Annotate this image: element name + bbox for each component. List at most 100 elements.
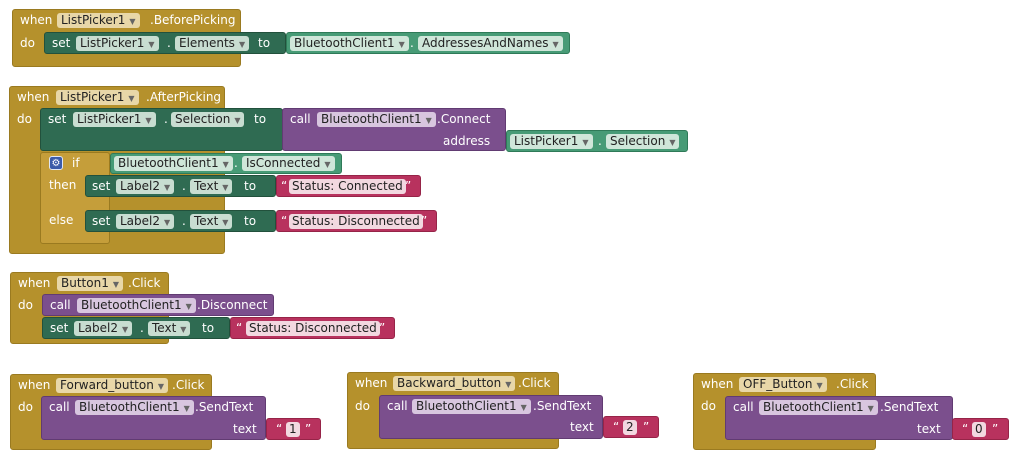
do-keyword: do <box>18 400 33 414</box>
open-quote: “ <box>613 420 620 434</box>
to-keyword: to <box>202 321 215 335</box>
call-component-dropdown[interactable]: BluetoothClient1▼ <box>412 399 531 414</box>
to-keyword: to <box>254 112 267 126</box>
setter-property-dropdown[interactable]: Text▼ <box>190 179 233 194</box>
call-component-dropdown[interactable]: BluetoothClient1▼ <box>759 400 878 415</box>
setter-property-dropdown[interactable]: Selection▼ <box>171 112 245 127</box>
setter-property-dropdown[interactable]: Text▼ <box>190 214 233 229</box>
dot-separator: . <box>598 134 602 148</box>
getter-component-dropdown[interactable]: ListPicker1▼ <box>510 134 593 149</box>
dropdown-arrow-icon: ▼ <box>183 404 190 413</box>
do-keyword: do <box>701 399 716 413</box>
dropdown-arrow-icon: ▼ <box>582 138 589 147</box>
if-keyword: if <box>72 156 80 170</box>
do-keyword: do <box>20 36 35 50</box>
dropdown-arrow-icon: ▼ <box>157 382 164 391</box>
setter-component-dropdown[interactable]: Label2▼ <box>74 321 133 336</box>
text-arg-label: text <box>570 420 594 434</box>
dropdown-arrow-icon: ▼ <box>180 325 187 334</box>
set-keyword: set <box>48 112 67 126</box>
call-component-dropdown[interactable]: BluetoothClient1▼ <box>75 400 194 415</box>
to-keyword: to <box>244 214 257 228</box>
set-keyword: set <box>92 214 111 228</box>
event-name: .Click <box>172 378 205 392</box>
to-keyword: to <box>244 179 257 193</box>
call-keyword: call <box>50 298 71 312</box>
open-quote: “ <box>962 422 969 436</box>
call-component-dropdown[interactable]: BluetoothClient1▼ <box>317 112 436 127</box>
getter-component-dropdown[interactable]: BluetoothClient1▼ <box>290 36 409 51</box>
dot-separator: . <box>140 321 144 335</box>
dot-separator: . <box>410 36 414 50</box>
component-dropdown[interactable]: ListPicker1▼ <box>56 90 139 105</box>
dropdown-arrow-icon: ▼ <box>164 218 171 227</box>
dropdown-arrow-icon: ▼ <box>234 116 241 125</box>
dropdown-arrow-icon: ▼ <box>145 116 152 125</box>
when-keyword: when <box>17 90 50 104</box>
dropdown-arrow-icon: ▼ <box>128 94 135 103</box>
when-keyword: when <box>355 376 388 390</box>
text-literal-value[interactable]: 2 <box>623 420 637 435</box>
event-name: .Click <box>518 376 551 390</box>
text-arg-label: text <box>917 422 941 436</box>
open-quote: “ <box>281 179 288 193</box>
getter-property-dropdown[interactable]: IsConnected▼ <box>242 156 335 171</box>
text-literal-value[interactable]: Status: Disconnected <box>246 321 380 336</box>
getter-component-dropdown[interactable]: BluetoothClient1▼ <box>114 156 233 171</box>
when-keyword: when <box>701 377 734 391</box>
open-quote: “ <box>276 422 283 436</box>
dropdown-arrow-icon: ▼ <box>222 160 229 169</box>
component-dropdown[interactable]: Forward_button▼ <box>56 378 168 393</box>
gear-icon[interactable]: ⚙ <box>49 156 63 170</box>
do-keyword: do <box>355 399 370 413</box>
dot-separator: . <box>164 112 168 126</box>
text-literal-value[interactable]: 1 <box>286 422 300 437</box>
dropdown-arrow-icon: ▼ <box>552 40 559 49</box>
dot-separator: . <box>234 156 238 170</box>
dot-separator: . <box>182 214 186 228</box>
set-keyword: set <box>52 36 71 50</box>
dropdown-arrow-icon: ▼ <box>867 404 874 413</box>
when-keyword: when <box>18 276 51 290</box>
component-dropdown[interactable]: Button1▼ <box>57 276 123 291</box>
event-name: .AfterPicking <box>146 90 222 104</box>
do-keyword: do <box>17 112 32 126</box>
setter-component-dropdown[interactable]: Label2▼ <box>116 214 175 229</box>
dropdown-arrow-icon: ▼ <box>148 40 155 49</box>
getter-property-dropdown[interactable]: Selection▼ <box>606 134 680 149</box>
dot-separator: . <box>182 179 186 193</box>
call-keyword: call <box>49 400 70 414</box>
text-literal-value[interactable]: 0 <box>972 422 986 437</box>
address-arg-label: address <box>443 134 491 148</box>
event-name: .Click <box>836 377 869 391</box>
close-quote: ” <box>643 420 650 434</box>
getter-property-dropdown[interactable]: AddressesAndNames▼ <box>418 36 563 51</box>
dropdown-arrow-icon: ▼ <box>238 40 246 49</box>
method-name: .Connect <box>437 112 491 126</box>
close-quote: ” <box>305 422 312 436</box>
method-name: .SendText <box>880 400 939 414</box>
call-component-dropdown[interactable]: BluetoothClient1▼ <box>77 298 196 313</box>
do-keyword: do <box>18 298 33 312</box>
to-keyword: to <box>258 36 271 50</box>
event-name: .BeforePicking <box>150 13 236 27</box>
dropdown-arrow-icon: ▼ <box>398 40 405 49</box>
setter-component-dropdown[interactable]: ListPicker1▼ <box>73 112 156 127</box>
setter-property-dropdown[interactable]: Text▼ <box>148 321 191 336</box>
close-quote: ” <box>421 214 428 228</box>
call-keyword: call <box>387 399 408 413</box>
component-dropdown[interactable]: OFF_Button▼ <box>739 377 827 392</box>
open-quote: “ <box>281 214 288 228</box>
call-keyword: call <box>290 112 311 126</box>
setter-property-dropdown[interactable]: Elements▼ <box>175 36 250 51</box>
setter-component-dropdown[interactable]: Label2▼ <box>116 179 175 194</box>
text-literal-value[interactable]: Status: Disconnected <box>289 214 423 229</box>
when-keyword: when <box>20 13 53 27</box>
text-literal-value[interactable]: Status: Connected <box>289 179 406 194</box>
component-dropdown[interactable]: ListPicker1▼ <box>57 13 140 28</box>
dropdown-arrow-icon: ▼ <box>669 138 676 147</box>
setter-component-dropdown[interactable]: ListPicker1▼ <box>76 36 159 51</box>
close-quote: ” <box>405 179 412 193</box>
then-keyword: then <box>49 178 77 192</box>
component-dropdown[interactable]: Backward_button▼ <box>393 376 516 391</box>
